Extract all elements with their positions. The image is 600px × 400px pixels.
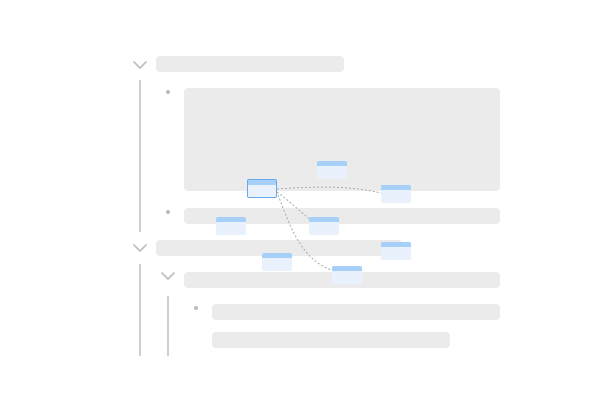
bullet-icon — [194, 306, 198, 310]
section-2-title-placeholder — [156, 240, 402, 256]
link-line — [276, 186, 382, 194]
bullet-icon — [166, 90, 170, 94]
block-card-icon[interactable] — [216, 217, 246, 235]
chevron-down-icon[interactable] — [133, 61, 147, 70]
block-card-icon[interactable] — [381, 185, 411, 203]
selected-block-card-icon[interactable] — [247, 179, 277, 198]
subsection-guide-line — [167, 296, 169, 356]
section-1-title-placeholder — [156, 56, 344, 72]
bullet-icon — [166, 210, 170, 214]
link-line — [276, 191, 325, 229]
line-placeholder — [212, 304, 500, 320]
link-line — [277, 194, 335, 272]
line-placeholder — [184, 208, 500, 224]
section-1-guide-line — [139, 80, 141, 232]
block-card-icon[interactable] — [317, 161, 347, 179]
section-2-guide-line — [139, 264, 141, 356]
block-card-icon[interactable] — [332, 266, 362, 284]
block-card-icon[interactable] — [381, 242, 411, 260]
chevron-down-icon[interactable] — [161, 272, 175, 281]
block-card-icon[interactable] — [262, 253, 292, 271]
line-placeholder — [212, 332, 450, 348]
block-card-icon[interactable] — [309, 217, 339, 235]
chevron-down-icon[interactable] — [133, 244, 147, 253]
